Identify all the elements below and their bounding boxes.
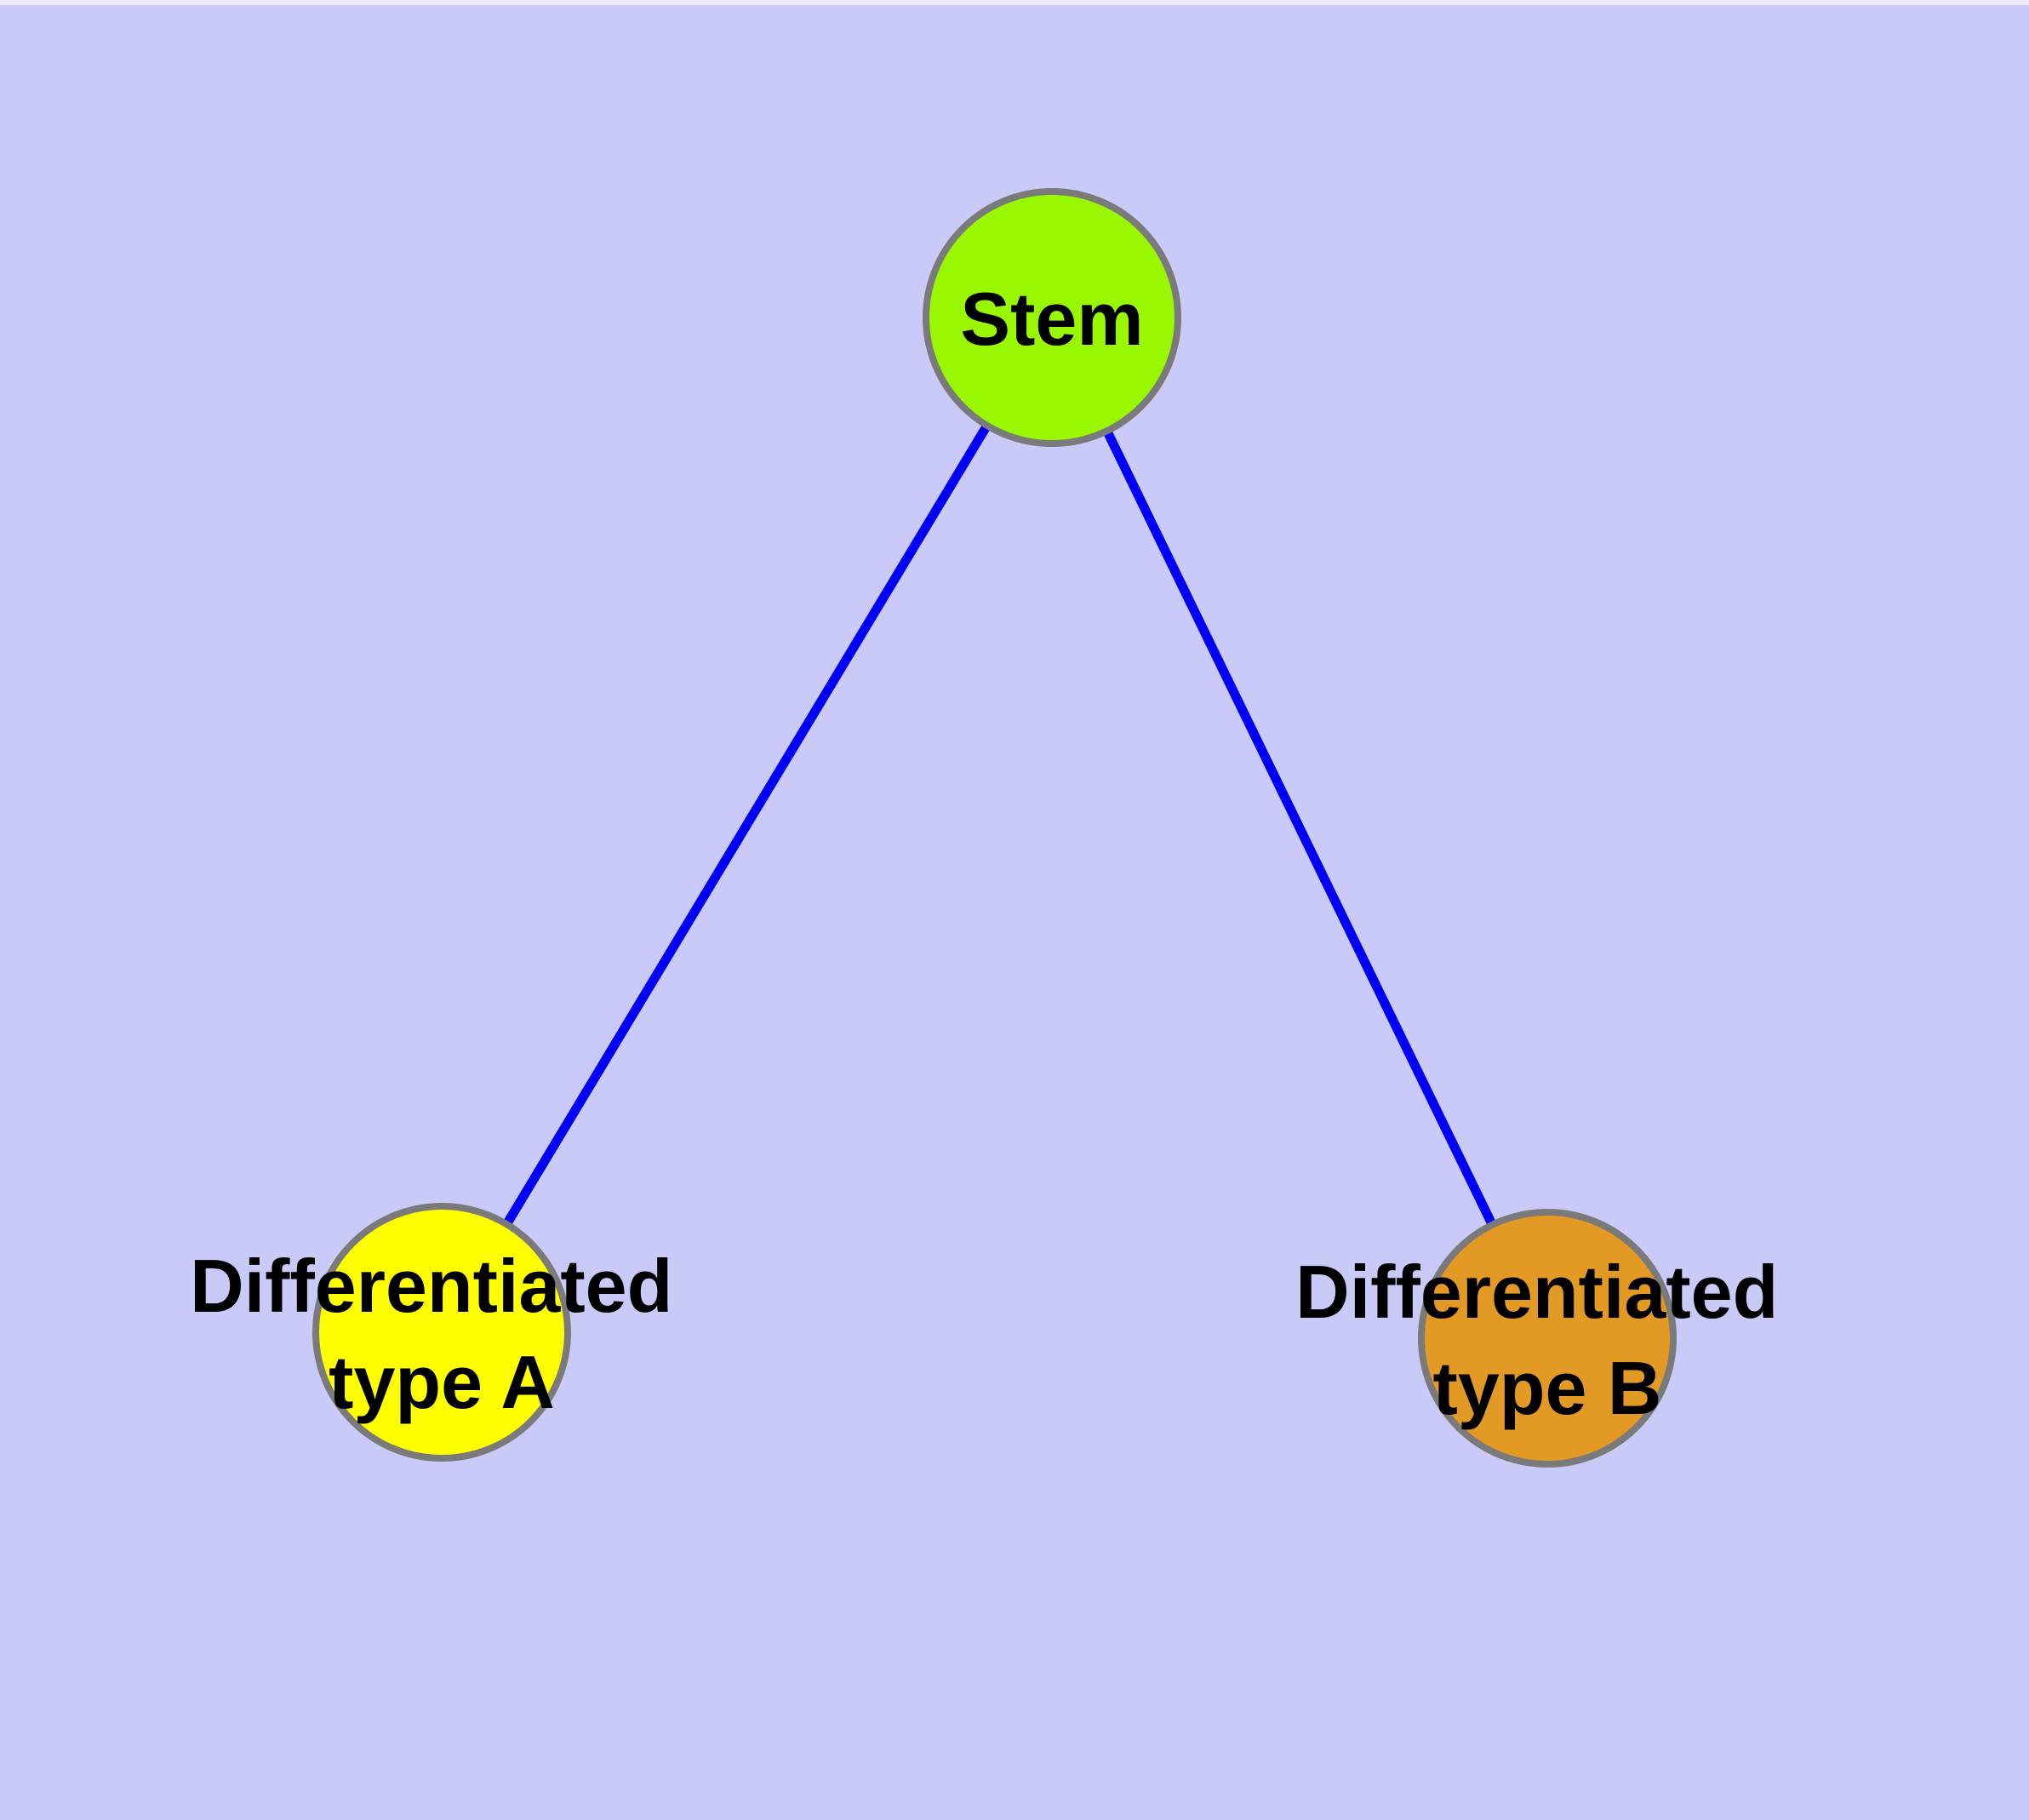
node-differentiated-type-b [1418, 1209, 1677, 1468]
node-stem [923, 188, 1181, 447]
edge-stem-to-type-a [437, 315, 1056, 1335]
node-stem-label: Stem [960, 277, 1143, 361]
node-differentiated-type-a [312, 1203, 571, 1462]
node-type-b-label-line1: Differentiated [1295, 1250, 1778, 1334]
node-type-b-label: Differentiated type B [1295, 1250, 1799, 1430]
top-edge-highlight [0, 0, 2029, 5]
edge-stem-to-type-b [1048, 315, 1552, 1341]
node-type-a-label-line1: Differentiated [190, 1244, 672, 1328]
node-type-a-label: Differentiated type A [190, 1244, 694, 1424]
node-type-b-label-line2: type B [1433, 1346, 1662, 1430]
node-type-a-label-line2: type A [329, 1340, 555, 1424]
